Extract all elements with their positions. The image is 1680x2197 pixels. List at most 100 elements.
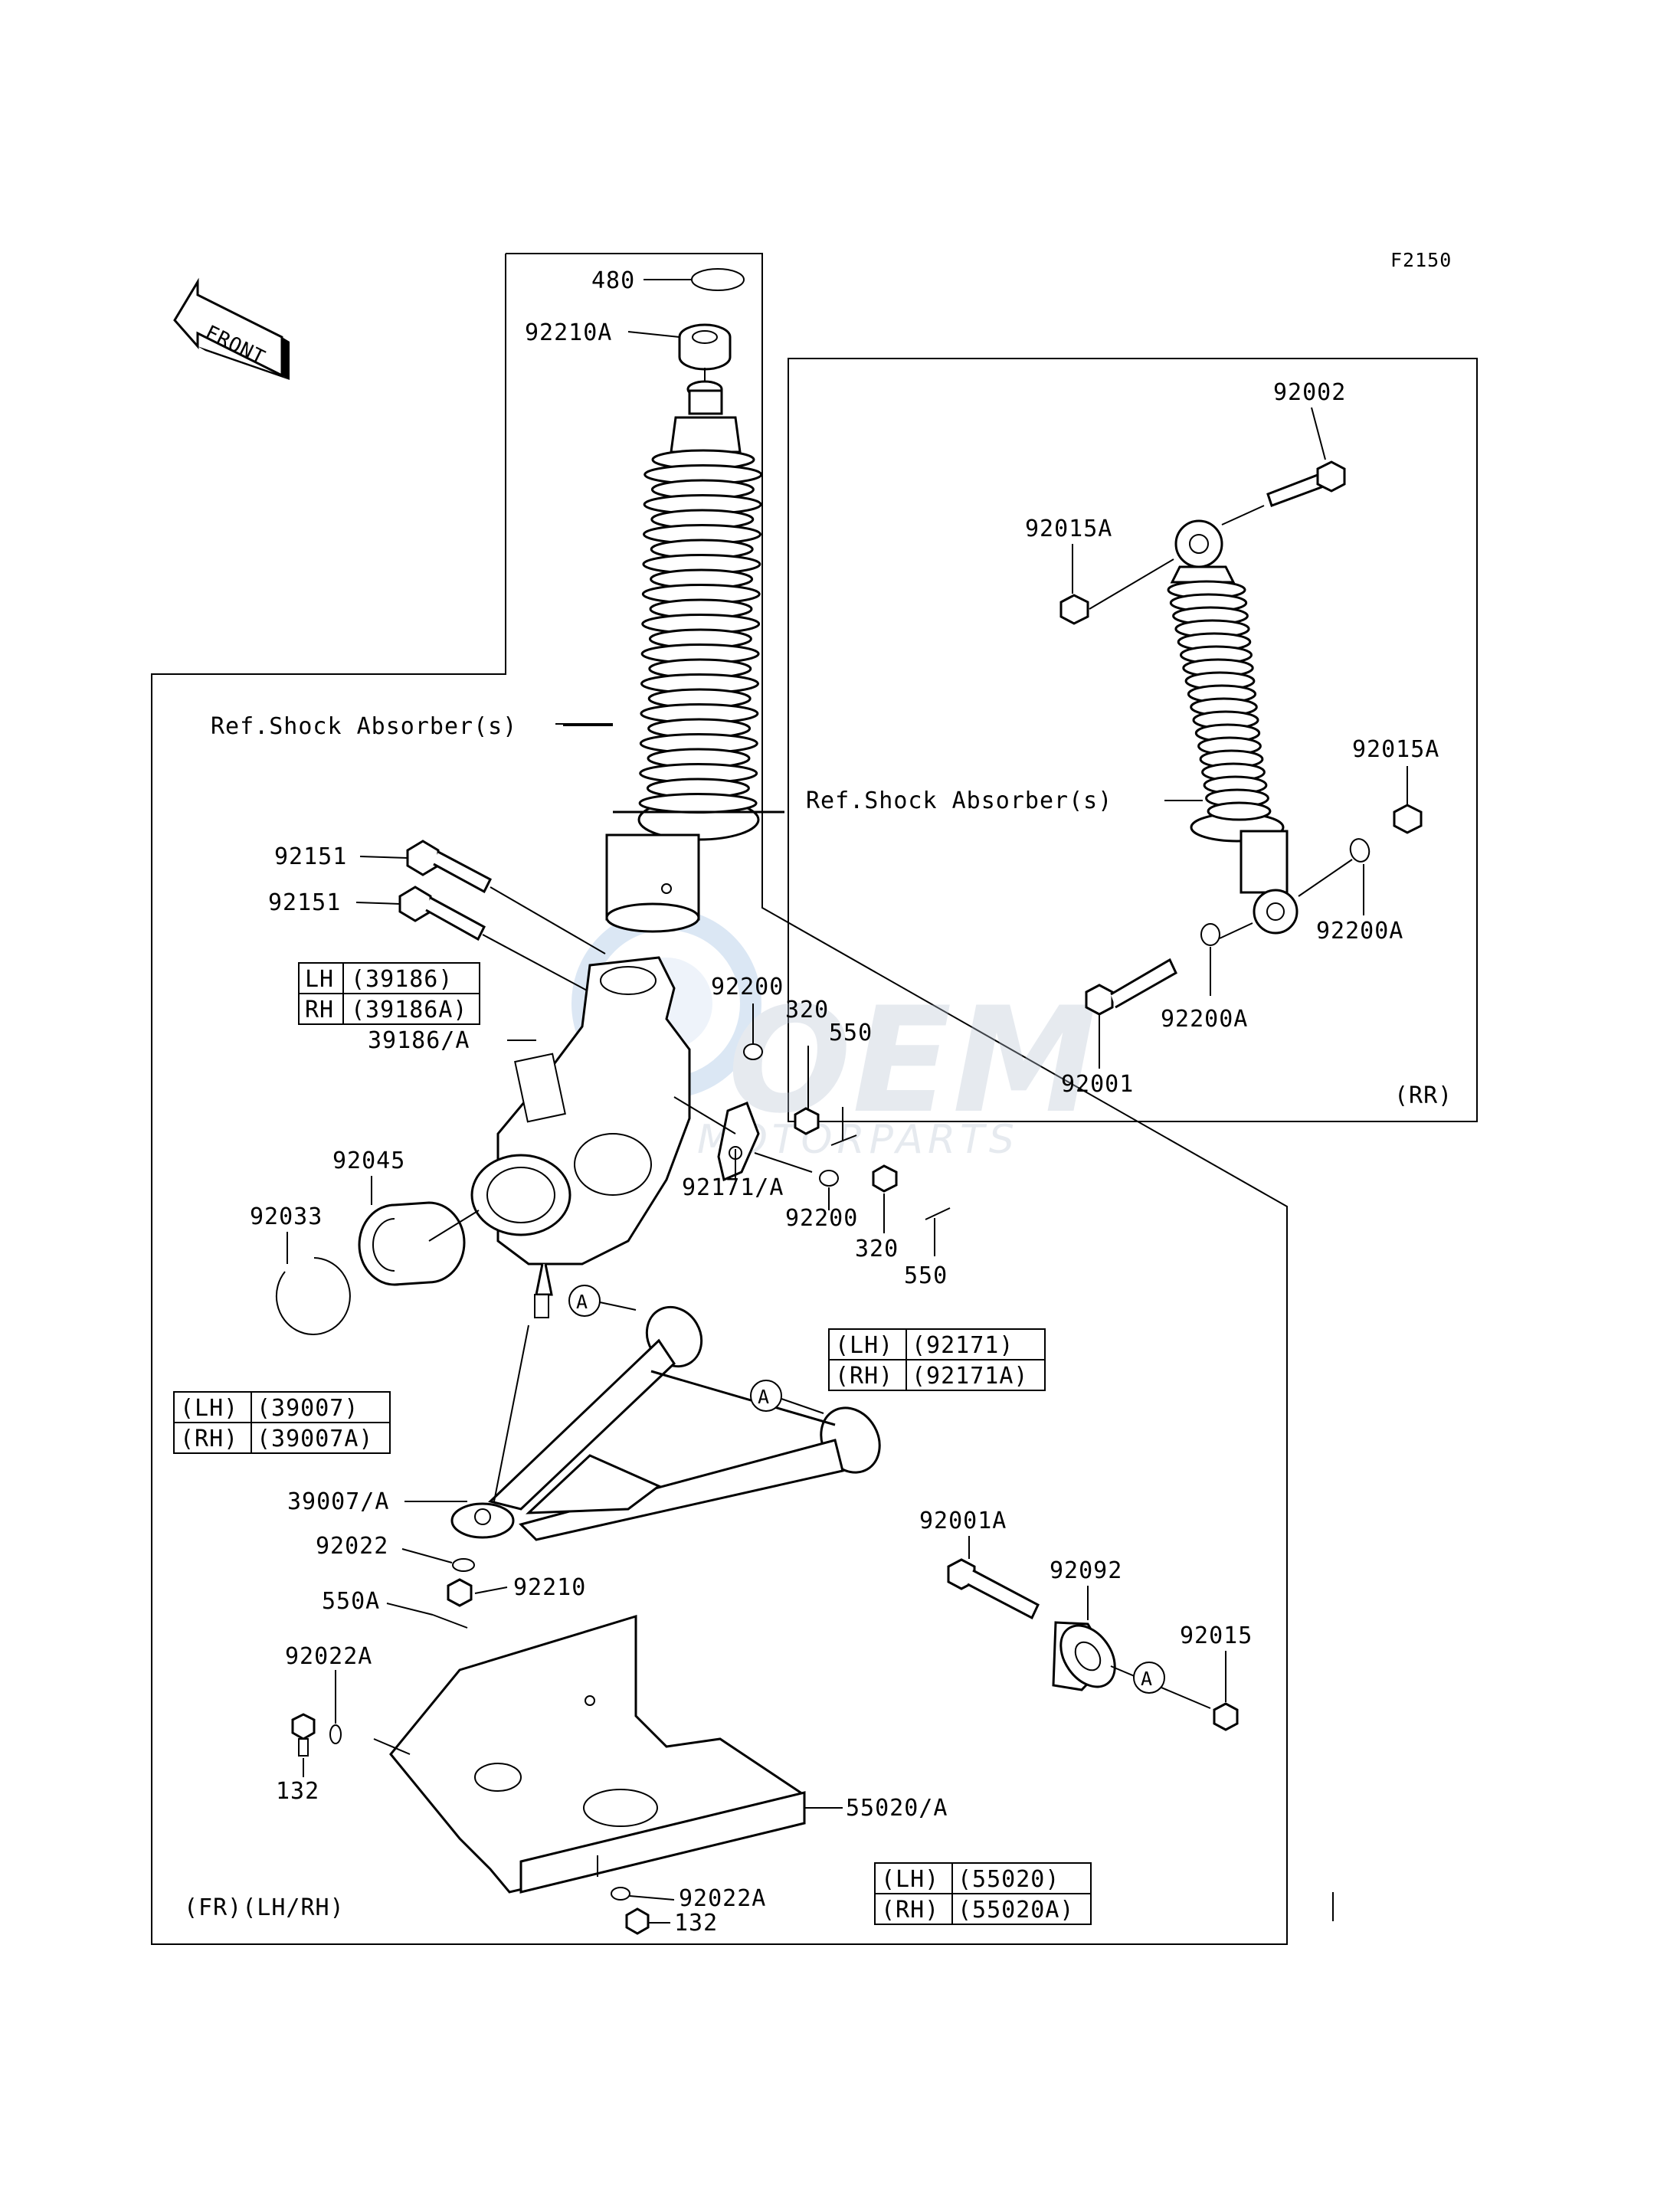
table-knuckle-r1c0: RH bbox=[305, 997, 334, 1023]
part-550-pin-upper bbox=[830, 1135, 857, 1146]
label-550-lower: 550 bbox=[904, 1262, 948, 1289]
part-92001A-bolt bbox=[947, 1558, 1040, 1620]
table-bracket-r1c1: (92171A) bbox=[912, 1363, 1029, 1390]
table-knuckle-r1c1: (39186A) bbox=[351, 997, 468, 1023]
part-39007-a-arm bbox=[450, 1305, 881, 1541]
table-guard-r1c1: (55020A) bbox=[958, 1897, 1075, 1924]
label-92210: 92210 bbox=[513, 1574, 586, 1601]
front-shock-absorber bbox=[605, 380, 784, 933]
label-550A: 550A bbox=[322, 1588, 380, 1615]
part-92200A-washer-lower bbox=[1200, 923, 1220, 946]
table-guard-r1c0: (RH) bbox=[881, 1897, 939, 1924]
label-92200-lower: 92200 bbox=[785, 1205, 858, 1232]
part-92210-nut bbox=[447, 1578, 473, 1607]
label-92033: 92033 bbox=[250, 1203, 323, 1230]
part-92033-circlip bbox=[275, 1257, 351, 1335]
part-92001-bolt bbox=[1085, 958, 1177, 1016]
part-132-bolt-left bbox=[291, 1713, 316, 1757]
rear-section-frame bbox=[788, 358, 1478, 1122]
table-bracket-r0c1: (92171) bbox=[912, 1332, 1014, 1359]
table-knuckle-r0c0: LH bbox=[305, 966, 334, 993]
table-arm: (LH) (39007) (RH) (39007A) bbox=[173, 1391, 391, 1454]
part-92151-bolt-lower bbox=[398, 886, 486, 941]
table-guard: (LH) (55020) (RH) (55020A) bbox=[874, 1862, 1092, 1925]
front-section-frame bbox=[151, 253, 1288, 1945]
part-320-nut-upper bbox=[794, 1107, 820, 1135]
part-92045-bearing bbox=[358, 1201, 466, 1286]
callout-a-upper: A bbox=[568, 1285, 637, 1317]
part-132-bolt-lower bbox=[625, 1907, 650, 1935]
part-92200-washer-upper bbox=[743, 1043, 763, 1060]
part-92200A-washer-right bbox=[1349, 838, 1371, 863]
rear-shock-absorber bbox=[1167, 519, 1298, 935]
label-92015A-upper: 92015A bbox=[1025, 516, 1112, 542]
label-92200A-right: 92200A bbox=[1316, 918, 1403, 945]
label-92151-lower: 92151 bbox=[268, 889, 341, 916]
label-92151-upper: 92151 bbox=[274, 843, 347, 870]
label-320-lower: 320 bbox=[855, 1236, 899, 1262]
callout-a-upper-text: A bbox=[576, 1291, 588, 1313]
part-92015A-nut-right bbox=[1393, 804, 1423, 834]
label-92022A-lower: 92022A bbox=[679, 1885, 766, 1912]
label-550-upper: 550 bbox=[829, 1020, 873, 1046]
label-320-upper: 320 bbox=[785, 997, 829, 1023]
shock-spring-coil bbox=[1207, 801, 1272, 821]
label-92015A-right: 92015A bbox=[1352, 736, 1439, 763]
part-55020-guard bbox=[389, 1614, 806, 1894]
part-92022A-washer-left bbox=[329, 1724, 342, 1744]
label-132-left: 132 bbox=[276, 1778, 319, 1805]
caption-front: (FR)(LH/RH) bbox=[184, 1894, 345, 1921]
label-92200A-lower: 92200A bbox=[1161, 1006, 1248, 1033]
label-92171A: 92171/A bbox=[682, 1174, 784, 1201]
label-92002: 92002 bbox=[1273, 379, 1346, 406]
table-arm-r1c1: (39007A) bbox=[257, 1426, 374, 1452]
label-39186A: 39186/A bbox=[368, 1027, 470, 1054]
table-arm-r0c0: (LH) bbox=[180, 1395, 238, 1422]
label-92200-upper: 92200 bbox=[711, 974, 784, 1000]
label-480: 480 bbox=[591, 267, 635, 294]
part-39186-knuckle bbox=[470, 956, 691, 1318]
part-92022A-washer-lower bbox=[611, 1887, 630, 1901]
label-55020A: 55020/A bbox=[846, 1795, 948, 1822]
table-arm-r0c1: (39007) bbox=[257, 1395, 359, 1422]
part-320-nut-lower bbox=[872, 1164, 898, 1193]
label-92001A: 92001A bbox=[919, 1508, 1007, 1534]
part-92210A-nut bbox=[678, 323, 732, 371]
table-guard-r0c1: (55020) bbox=[958, 1866, 1059, 1893]
part-92022-washer bbox=[452, 1558, 475, 1572]
callout-a-middle: A bbox=[750, 1380, 824, 1414]
label-92015: 92015 bbox=[1180, 1622, 1253, 1649]
table-bracket-r1c0: (RH) bbox=[835, 1363, 893, 1390]
label-ref-shock-rear: Ref.Shock Absorber(s) bbox=[806, 787, 1112, 814]
callout-a-bushing: A bbox=[1133, 1662, 1165, 1694]
part-550A-pin bbox=[432, 1614, 468, 1629]
label-92022: 92022 bbox=[316, 1533, 388, 1560]
table-bracket-r0c0: (LH) bbox=[835, 1332, 893, 1359]
part-92002-bolt bbox=[1266, 460, 1346, 507]
table-knuckle-r0c1: (39186) bbox=[351, 966, 453, 993]
front-arrow-icon: FRONT bbox=[173, 277, 290, 380]
label-ref-shock-front: Ref.Shock Absorber(s) bbox=[211, 713, 517, 740]
part-92151-bolt-upper bbox=[406, 840, 492, 894]
part-92015-nut bbox=[1213, 1702, 1239, 1731]
label-132-lower: 132 bbox=[674, 1910, 718, 1937]
table-knuckle: LH (39186) RH (39186A) bbox=[298, 962, 480, 1025]
caption-rear: (RR) bbox=[1394, 1082, 1452, 1109]
table-arm-r1c0: (RH) bbox=[180, 1426, 238, 1452]
callout-a-middle-text: A bbox=[758, 1386, 770, 1408]
watermark-main: OEM bbox=[728, 976, 1098, 1145]
shock-boot-fold bbox=[638, 793, 758, 814]
callout-a-bushing-text: A bbox=[1141, 1668, 1153, 1690]
part-92092-bushing bbox=[1052, 1621, 1116, 1691]
part-92200-washer-lower bbox=[819, 1170, 839, 1187]
table-bracket: (LH) (92171) (RH) (92171A) bbox=[828, 1328, 1046, 1391]
label-92210A: 92210A bbox=[525, 319, 612, 346]
part-92171-bracket bbox=[717, 1102, 760, 1182]
label-92022A-left: 92022A bbox=[285, 1643, 372, 1670]
part-92015A-nut-upper bbox=[1059, 594, 1089, 625]
label-92092: 92092 bbox=[1050, 1557, 1122, 1584]
part-480-circlip bbox=[691, 268, 745, 291]
table-guard-r0c0: (LH) bbox=[881, 1866, 939, 1893]
label-92001: 92001 bbox=[1061, 1071, 1134, 1098]
